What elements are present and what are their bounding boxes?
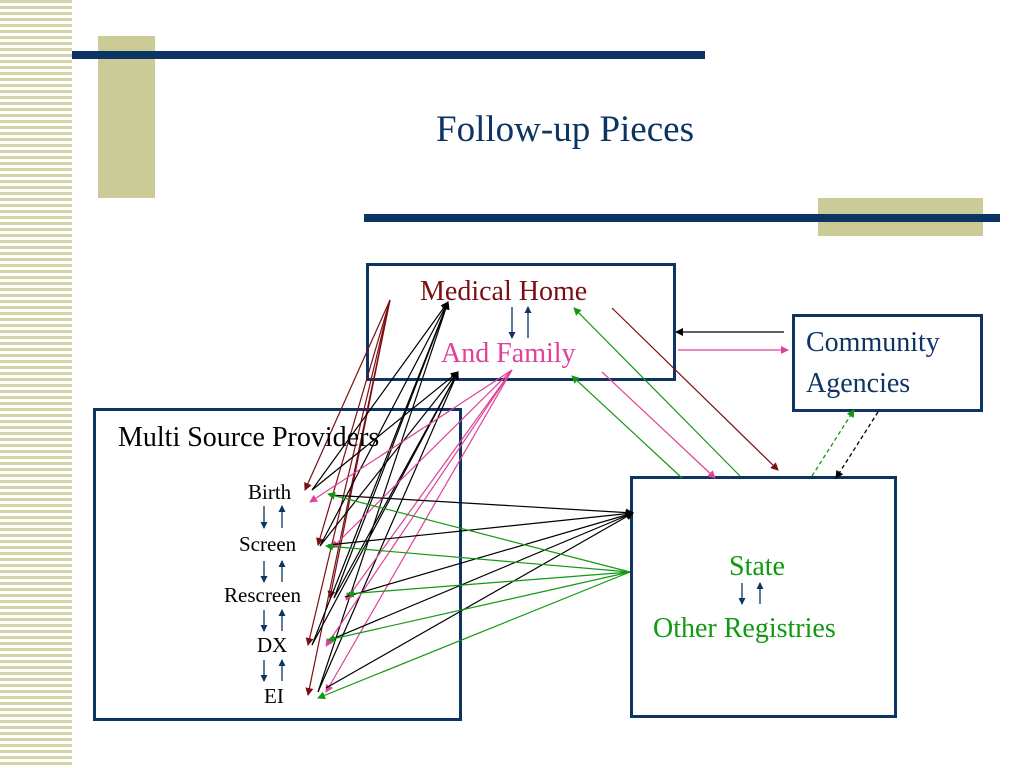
slide-title: Follow-up Pieces: [436, 109, 694, 150]
decorative-stripe-bar: [0, 0, 72, 768]
pink-arrows-family-to-stages: [309, 346, 789, 693]
stage-screen-label: Screen: [239, 532, 297, 556]
green-arrows-state-to-stages: [317, 307, 741, 700]
black-dashed-community-to-state: [835, 411, 879, 479]
stage-ei-label: EI: [264, 684, 284, 708]
khaki-block-top: [98, 36, 155, 198]
stage-dx-label: DX: [257, 633, 288, 657]
black-arrows-stages-to-state: [325, 328, 784, 689]
community-label: Community: [806, 327, 940, 358]
multi-source-providers-title: Multi Source Providers: [118, 422, 380, 453]
agencies-label: Agencies: [806, 368, 911, 399]
other-registries-label: Other Registries: [653, 613, 836, 644]
state-registries-box: [630, 476, 897, 718]
state-label: State: [729, 551, 785, 582]
navy-rule-top: [72, 51, 705, 59]
medical-home-label: Medical Home: [420, 276, 588, 307]
stage-rescreen-label: Rescreen: [224, 583, 301, 607]
stage-birth-label: Birth: [248, 480, 292, 504]
community-agencies-box: [792, 314, 983, 412]
red-arrows-home-to-stages: [304, 299, 779, 696]
green-dashed-state-to-community: [811, 409, 855, 477]
multi-source-providers-box: [93, 408, 462, 721]
bidirectional-arrows: [260, 306, 764, 682]
navy-rule-bottom: [364, 214, 1000, 222]
family-label: And Family: [441, 338, 576, 369]
medical-home-box: [366, 263, 676, 381]
